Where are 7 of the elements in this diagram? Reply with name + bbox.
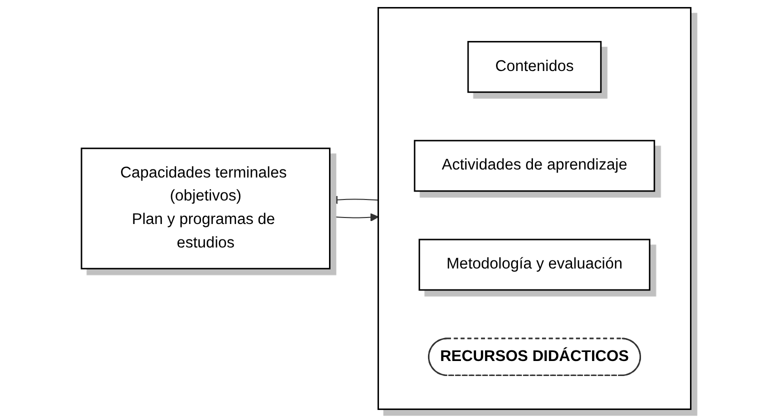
node-box: Actividades de aprendizaje: [414, 140, 656, 192]
node-box: Contenidos: [468, 40, 602, 93]
node-box: Capacidades terminales (objetivos) Plan y programas de estudios: [81, 148, 331, 270]
node-box: Metodología y evaluación: [419, 238, 651, 291]
arrow: [330, 213, 379, 222]
arrow: [330, 196, 380, 204]
cluster: [378, 7, 692, 410]
